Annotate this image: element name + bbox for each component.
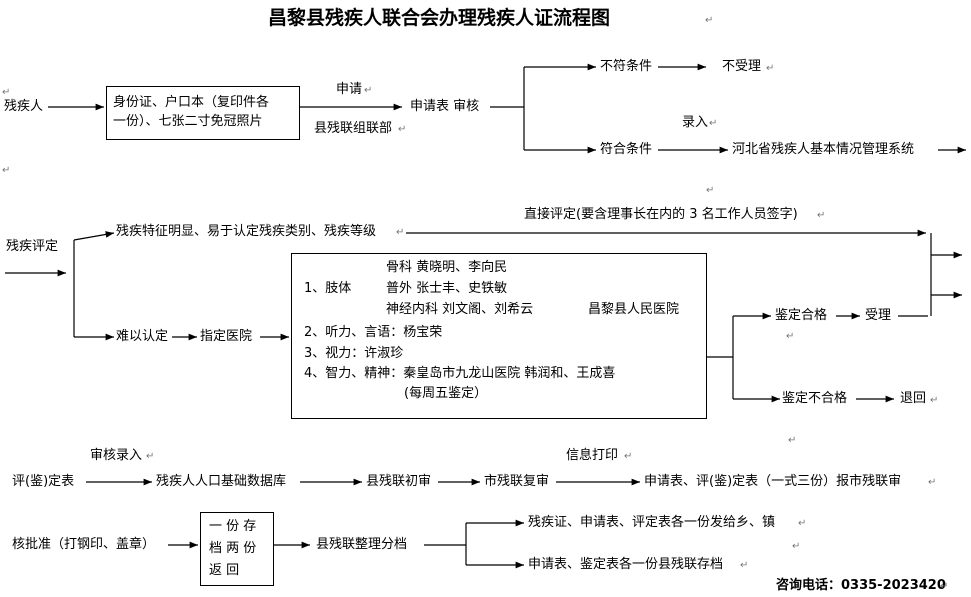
page-title: 昌黎县残疾人联合会办理残疾人证流程图	[268, 7, 611, 29]
node-store: 申请表、鉴定表各一份县残联存档	[528, 557, 724, 572]
label-apply: 申请	[336, 82, 363, 97]
node-obvious: 残疾特征明显、易于认定残疾类别、残疾等级	[116, 224, 377, 239]
node-report: 申请表、评(鉴)定表（一式三份）报市残联审	[644, 474, 902, 489]
archive-line-2: 档 两 份	[209, 541, 257, 556]
paragraph-mark: ↵	[817, 210, 826, 221]
limb-orthopedics: 骨科 黄晓明、李向民	[386, 260, 508, 275]
node-hospital: 指定医院	[200, 329, 253, 344]
paragraph-mark: ↵	[396, 227, 405, 238]
label-direct-assess: 直接评定(要含理事长在内的 3 名工作人员签字)	[524, 207, 798, 222]
paragraph-mark: ↵	[766, 63, 775, 74]
node-not-accepted: 不受理	[722, 59, 762, 74]
item-vision: 3、视力：许淑珍	[304, 346, 404, 361]
paragraph-mark: ↵	[940, 581, 949, 592]
node-not-meet: 不符条件	[600, 59, 653, 74]
docs-line-2: 一份）、七张二寸免冠照片	[113, 114, 263, 129]
node-fail: 鉴定不合格	[782, 391, 848, 406]
paragraph-mark: ↵	[2, 165, 11, 176]
paragraph-mark: ↵	[798, 518, 807, 529]
paragraph-mark: ↵	[740, 560, 749, 571]
item-weekly: (每周五鉴定）	[404, 386, 488, 401]
node-system: 河北省残疾人基本情况管理系统	[732, 142, 915, 157]
label-dept: 县残联组联部	[314, 121, 393, 136]
paragraph-mark: ↵	[146, 451, 155, 462]
archive-box: 一 份 存 档 两 份 返 回	[200, 512, 274, 586]
arrow-to-obvious	[73, 231, 115, 241]
paragraph-mark: ↵	[706, 185, 715, 196]
contact-phone: 咨询电话：0335-2023420	[776, 578, 946, 593]
node-approve: 核批准（打钢印、盖章）	[12, 537, 156, 552]
node-hard: 难以认定	[116, 329, 169, 344]
paragraph-mark: ↵	[398, 124, 407, 135]
county-hospital: 昌黎县人民医院	[588, 302, 680, 317]
node-distribute: 残疾证、申请表、评定表各一份发给乡、镇	[528, 515, 776, 530]
node-person: 残疾人	[4, 99, 44, 114]
node-city-review: 市残联复审	[484, 474, 550, 489]
node-review: 申请表 审核	[410, 99, 480, 114]
limb-neurology: 神经内科 刘文阁、刘希云	[386, 302, 534, 317]
item-hearing: 2、听力、言语：杨宝荣	[304, 325, 443, 340]
paragraph-mark: ↵	[786, 331, 795, 342]
label-review-enter: 审核录入	[90, 448, 143, 463]
node-return: 退回	[900, 391, 927, 406]
node-form: 评(鉴)定表	[12, 474, 75, 489]
paragraph-mark: ↵	[792, 541, 801, 552]
paragraph-mark: ↵	[788, 435, 797, 446]
docs-line-1: 身份证、户口本（复印件各	[113, 95, 270, 110]
paragraph-mark: ↵	[928, 477, 937, 488]
paragraph-mark: ↵	[624, 451, 633, 462]
limb-label: 1、肢体	[304, 281, 352, 296]
item-mental: 4、智力、精神：秦皇岛市九龙山医院 韩润和、王成喜	[304, 366, 616, 381]
node-accept: 受理	[865, 308, 892, 323]
paragraph-mark: ↵	[930, 395, 939, 406]
node-meet: 符合条件	[600, 142, 653, 157]
node-database: 残疾人人口基础数据库	[156, 474, 287, 489]
archive-line-1: 一 份 存	[209, 519, 257, 534]
paragraph-mark: ↵	[709, 118, 718, 129]
paragraph-mark: ↵	[2, 87, 11, 98]
paragraph-mark: ↵	[705, 15, 714, 26]
docs-box: 身份证、户口本（复印件各 一份）、七张二寸免冠照片	[106, 86, 300, 140]
label-enter: 录入	[682, 115, 709, 130]
paragraph-mark: ↵	[364, 85, 373, 96]
label-info-print: 信息打印	[566, 448, 619, 463]
node-file: 县残联整理分档	[316, 537, 408, 552]
hospital-list-box: 1、肢体 骨科 黄晓明、李向民 普外 张士丰、史铁敏 神经内科 刘文阁、刘希云 …	[291, 253, 707, 419]
node-assess: 残疾评定	[6, 239, 59, 254]
node-county-first: 县残联初审	[366, 474, 432, 489]
limb-general-surgery: 普外 张士丰、史铁敏	[386, 281, 508, 296]
node-pass: 鉴定合格	[775, 308, 828, 323]
archive-line-3: 返 回	[209, 563, 240, 578]
